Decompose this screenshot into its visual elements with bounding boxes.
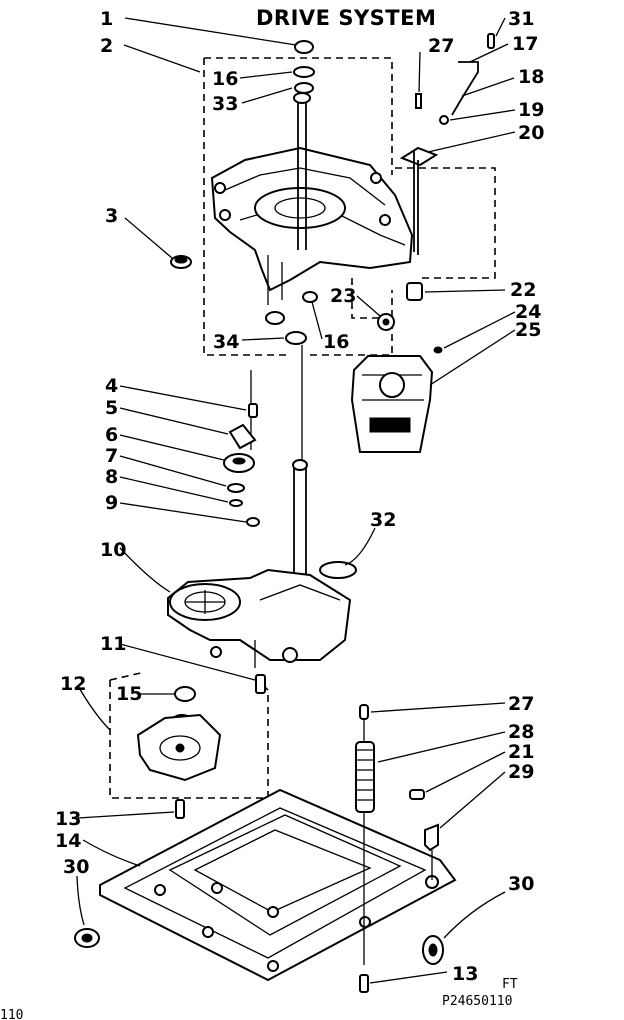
label-9: 9 xyxy=(105,492,118,514)
part-23-nut-hole xyxy=(382,318,390,326)
assembly-box-2 xyxy=(204,57,393,175)
label-8: 8 xyxy=(105,466,118,488)
pump-box xyxy=(351,278,395,319)
part-8-washer xyxy=(229,499,243,507)
label-23: 23 xyxy=(330,285,356,307)
transmission-assembly xyxy=(167,459,357,668)
label-12: 12 xyxy=(60,673,86,695)
part-9-nut xyxy=(246,517,260,527)
part-16-lower xyxy=(302,291,318,303)
label-13-upper: 13 xyxy=(55,808,81,830)
part-16-ring xyxy=(293,66,315,78)
label-11: 11 xyxy=(100,633,126,655)
label-2: 2 xyxy=(100,35,113,57)
part-21-clip xyxy=(409,789,425,800)
label-18: 18 xyxy=(518,66,544,88)
label-22: 22 xyxy=(510,279,536,301)
label-34: 34 xyxy=(213,331,239,353)
part-22-coupling xyxy=(406,282,423,301)
label-25: 25 xyxy=(515,319,541,341)
label-24: 24 xyxy=(515,301,541,323)
footer-code-top: FT xyxy=(502,977,518,992)
part-1-cap xyxy=(294,40,314,54)
part-13-bolt-lower xyxy=(359,974,369,993)
assembly-box-2-lower xyxy=(203,58,290,356)
part-29-stud xyxy=(424,823,439,852)
label-5: 5 xyxy=(105,397,118,419)
main-shaft-upper xyxy=(293,92,311,250)
assembly-box-2-right xyxy=(310,290,393,356)
label-3: 3 xyxy=(105,205,118,227)
part-27-pin-lower xyxy=(359,704,369,720)
part-30-foot-right xyxy=(422,935,444,965)
part-33-washer xyxy=(294,82,314,94)
label-21: 21 xyxy=(508,741,534,763)
part-6-pulley-hub xyxy=(232,457,246,465)
label-28: 28 xyxy=(508,721,534,743)
label-15: 15 xyxy=(116,683,142,705)
part-34-bearing xyxy=(285,331,307,345)
part-25-pump xyxy=(350,355,434,453)
label-19: 19 xyxy=(518,99,544,121)
part-3-seal-center xyxy=(174,256,188,264)
part-11-bolt xyxy=(255,674,266,694)
label-13-lower: 13 xyxy=(452,963,478,985)
footer-corner: 110 xyxy=(0,1008,23,1020)
label-1: 1 xyxy=(100,8,113,30)
label-33: 33 xyxy=(212,93,238,115)
part-30-foot-left xyxy=(74,928,100,948)
label-30-right: 30 xyxy=(508,873,534,895)
footer-code: P24650110 xyxy=(442,994,512,1009)
label-27-lower: 27 xyxy=(508,693,534,715)
part-14-base-frame xyxy=(99,788,457,982)
label-14: 14 xyxy=(55,830,81,852)
label-31: 31 xyxy=(508,8,534,30)
actuator-rod xyxy=(399,33,495,255)
label-7: 7 xyxy=(105,445,118,467)
label-27-upper: 27 xyxy=(428,35,454,57)
motor-bracket-box xyxy=(395,167,496,279)
label-29: 29 xyxy=(508,761,534,783)
part-4-bolt xyxy=(248,403,258,418)
part-5-clip xyxy=(228,423,257,450)
label-16-upper: 16 xyxy=(212,68,238,90)
label-32: 32 xyxy=(370,509,396,531)
label-6: 6 xyxy=(105,424,118,446)
brake-box-top xyxy=(109,671,146,681)
label-20: 20 xyxy=(518,122,544,144)
leader-lines xyxy=(76,17,516,984)
part-28-spring xyxy=(355,741,375,813)
label-10: 10 xyxy=(100,539,126,561)
label-4: 4 xyxy=(105,375,118,397)
diagram-title: DRIVE SYSTEM xyxy=(256,6,436,30)
part-7-washer xyxy=(227,483,245,493)
part-12-brake-assembly xyxy=(136,686,222,819)
part-24-screw xyxy=(433,346,443,354)
label-17: 17 xyxy=(512,33,538,55)
transmission-housing xyxy=(210,146,414,325)
label-16-lower: 16 xyxy=(323,331,349,353)
label-30-left: 30 xyxy=(63,856,89,878)
